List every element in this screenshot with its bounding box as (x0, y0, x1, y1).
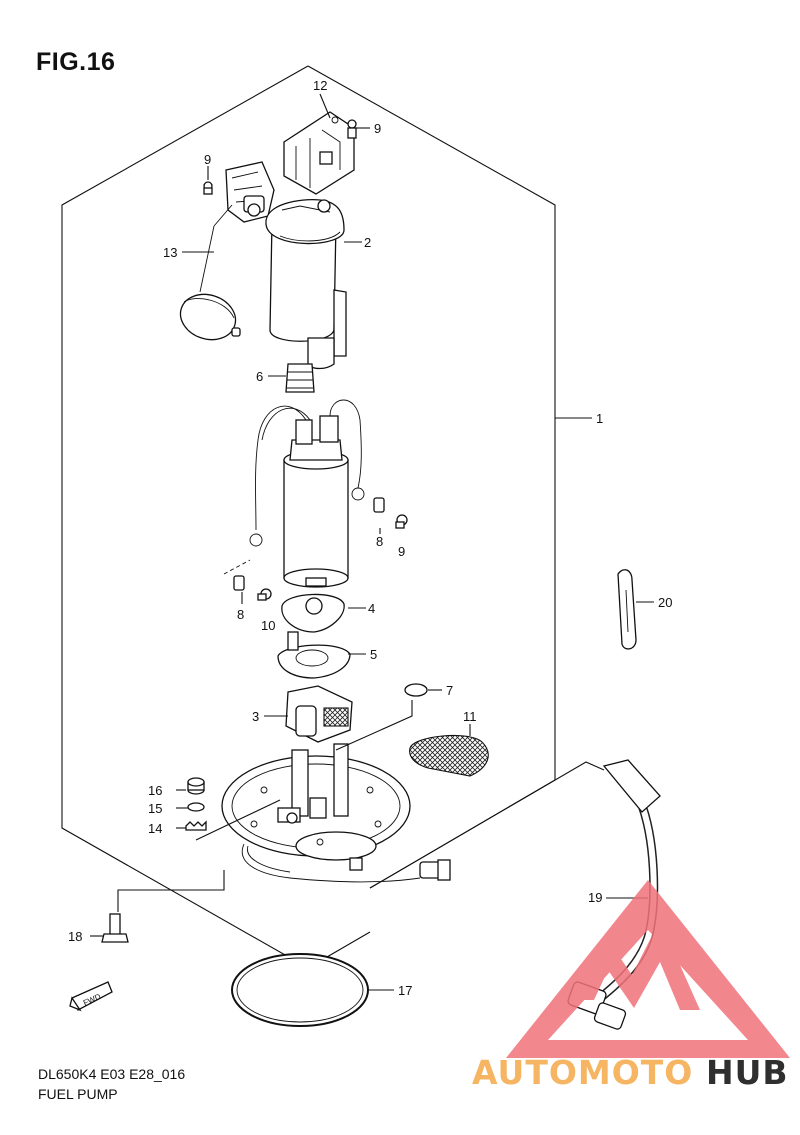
part-label-6: 6 (256, 369, 263, 384)
part-label-13: 15 (148, 801, 162, 816)
watermark-logo (506, 880, 790, 1058)
part-label-4: 4 (368, 601, 375, 616)
pump-holder (277, 631, 351, 679)
nut-14 (187, 777, 205, 795)
bolt-9-top (203, 181, 213, 195)
part-label-8-left: 8 (237, 607, 244, 622)
watermark-brand-part2: HUB (706, 1053, 789, 1092)
figure-title: FIG.16 (36, 48, 116, 76)
fuel-pump-motor (283, 415, 349, 588)
part-label-15: 12 (313, 78, 327, 93)
fuel-level-gauge (179, 161, 275, 341)
washer-13 (187, 802, 205, 812)
part-label-2: 2 (364, 235, 371, 250)
part-label-1: 1 (596, 411, 603, 426)
part-label-8-right: 8 (376, 534, 383, 549)
fuel-pressure-regulator (285, 685, 353, 743)
part-label-9-left: 10 (261, 618, 275, 633)
part-label-16: 13 (163, 245, 177, 260)
o-ring-7 (404, 683, 428, 697)
wire-harness (241, 843, 451, 883)
pump-plate (221, 743, 411, 861)
part-label-5: 5 (370, 647, 377, 662)
part-label-19: 19 (588, 890, 602, 905)
watermark-brand-part1: AUTOMOTO (472, 1053, 693, 1092)
part-label-10: 11 (463, 709, 477, 724)
gauge-bracket (283, 111, 355, 195)
figure-caption: FUEL PUMP (38, 1086, 118, 1102)
fuel-pump-case (265, 198, 347, 370)
leader-dash-left (223, 559, 251, 575)
part-label-18: 18 (68, 929, 82, 944)
bolt-11 (347, 119, 357, 139)
bolt-9-right (395, 514, 408, 529)
pump-wires (249, 399, 365, 547)
model-code: DL650K4 E03 E28_016 (38, 1066, 186, 1082)
part-label-11: 9 (374, 121, 381, 136)
part-label-7: 7 (446, 683, 453, 698)
part-label-20: 20 (658, 595, 672, 610)
damper (285, 363, 315, 393)
fuel-filter (409, 734, 489, 777)
fwd-arrow-icon (69, 981, 113, 1012)
bolt-18 (101, 913, 129, 943)
lock-washer-12 (185, 820, 207, 831)
part-label-17: 17 (398, 983, 412, 998)
bolt-9-left (257, 588, 272, 601)
part-label-9-right: 9 (398, 544, 405, 559)
terminal-8-right (373, 497, 385, 513)
gasket-17 (231, 953, 369, 1027)
part-label-14: 16 (148, 783, 162, 798)
leader-lines (90, 93, 654, 991)
part-label-12: 14 (148, 821, 162, 836)
part-labels: 12 9 9 13 2 6 1 8 9 8 10 4 5 7 3 11 20 1… (68, 78, 672, 998)
part-label-9-top: 9 (204, 152, 211, 167)
pump-cushion (281, 593, 345, 633)
part-label-3: 3 (252, 709, 259, 724)
terminal-8-left (233, 575, 245, 591)
